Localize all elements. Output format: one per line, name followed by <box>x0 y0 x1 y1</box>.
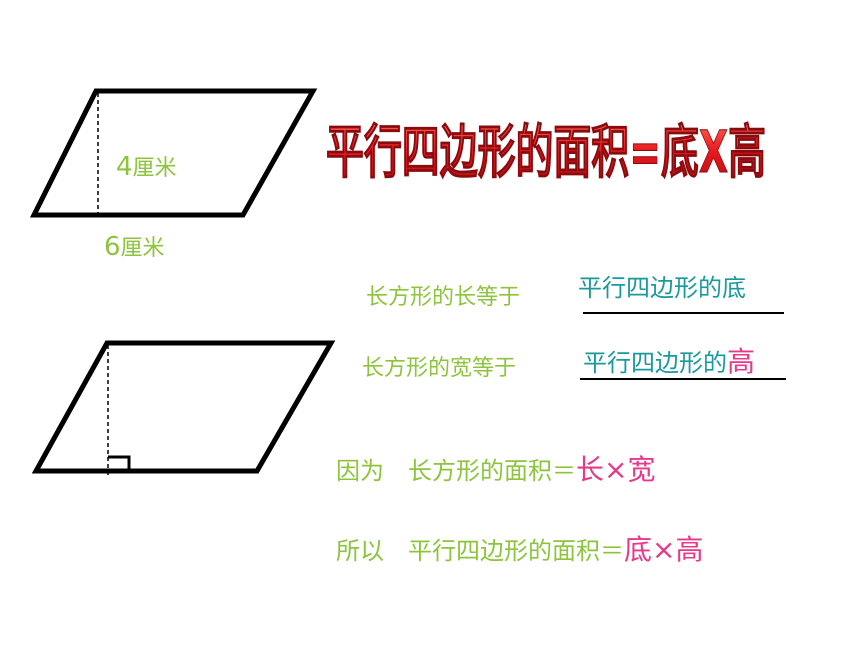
fill2-answer-emph: 高 <box>727 345 756 378</box>
therefore-v1: 底 <box>624 533 653 566</box>
fill1-underline <box>583 312 784 314</box>
because-text: 长方形的面积＝ <box>408 457 576 485</box>
fill2-underline <box>580 378 786 380</box>
therefore-line: 所以平行四边形的面积＝底×高 <box>336 528 704 568</box>
fill2-prompt: 长方形的宽等于 <box>362 356 517 381</box>
page-title: 平行四边形的面积=底X高 <box>322 96 770 192</box>
because-lead: 因为 <box>336 457 384 485</box>
therefore-v2: 高 <box>675 533 704 566</box>
fill2-answer: 平行四边形的高 <box>583 340 755 380</box>
height-unit: 厘米 <box>132 156 177 181</box>
fill2-answer-prefix: 平行四边形的 <box>583 349 727 377</box>
therefore-times: × <box>652 533 676 566</box>
base-label: 6厘米 <box>104 230 165 262</box>
therefore-text: 平行四边形的面积＝ <box>408 537 624 565</box>
fill1-answer: 平行四边形的底 <box>578 274 746 302</box>
base-unit: 厘米 <box>120 236 165 261</box>
fill1-prompt: 长方形的长等于 <box>366 285 521 310</box>
height-value: 4 <box>116 152 133 182</box>
because-v1: 长 <box>576 453 605 486</box>
because-times: × <box>604 453 628 486</box>
title-text: 平行四边形的面积=底X高 <box>326 118 766 186</box>
height-label: 4厘米 <box>116 150 177 182</box>
base-value: 6 <box>104 232 121 262</box>
because-v2: 宽 <box>627 453 656 486</box>
therefore-lead: 所以 <box>336 537 384 565</box>
because-line: 因为长方形的面积＝长×宽 <box>336 448 656 488</box>
